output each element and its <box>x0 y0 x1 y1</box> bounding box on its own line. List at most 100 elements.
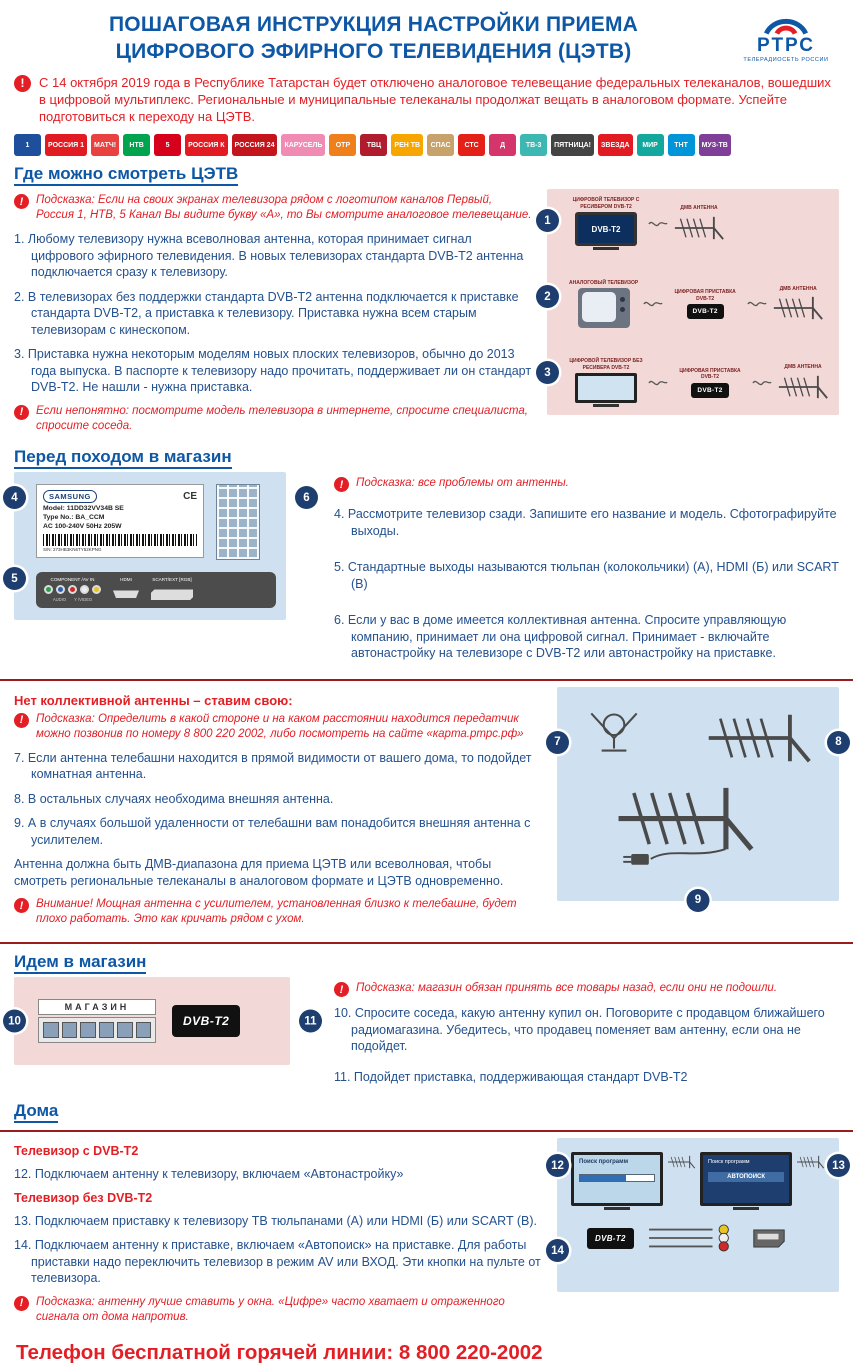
alert-icon <box>14 194 29 210</box>
antenna-band-note: Антенна должна быть ДМВ-диапазона для пр… <box>14 857 504 888</box>
audio-label: AUDIO <box>52 597 67 603</box>
connector-panel: COMPONENT /AV IN AUDIO Y /VIDEO <box>36 572 276 609</box>
channel-logo: РЕН ТВ <box>391 134 424 157</box>
device-label: ЦИФРОВАЯ ПРИСТАВКА DVB-T2 <box>679 367 741 381</box>
section-divider <box>0 1130 853 1133</box>
hint-window-antenna: Подсказка: антенну лучше ставить у окна.… <box>14 1295 543 1325</box>
tv-autosearch: Поиск программ АВТОПОИСК <box>700 1152 793 1211</box>
hint-text: Подсказка: магазин обязан принять все то… <box>356 982 778 995</box>
flat-tv-icon <box>575 373 637 408</box>
step-badge: 11 <box>299 1009 322 1033</box>
tv-back-panel: SAMSUNG CE Model: 11DD32VV34B SE Type No… <box>3 472 318 621</box>
home-setup-panel: Поиск программ Поиск программ АВТОПОИСК <box>546 1138 850 1293</box>
serial-number: S/N: 273HB3KN6TY52KPNG <box>43 547 102 553</box>
antenna-icon <box>777 374 829 400</box>
list-item: 6. Если у вас в доме имеется коллективна… <box>334 613 787 661</box>
alert-icon <box>334 477 349 493</box>
rca-jack-icon <box>68 585 77 595</box>
rtrs-waves-icon <box>763 18 809 35</box>
alert-icon <box>14 1295 29 1311</box>
rtrs-logo: РТРС ТЕЛЕРАДИОСЕТЬ РОССИИ <box>733 6 839 63</box>
hint-if-unclear: Если непонятно: посмотрите модель телеви… <box>14 404 533 434</box>
section-go-shopping: Идем в магазин МАГАЗИН DVB-T2 10 11 Подс… <box>3 952 839 1093</box>
rtrs-logo-text: РТРС <box>757 35 815 56</box>
subheading-tv-without-dvbt2: Телевизор без DVB-T2 <box>14 1190 153 1205</box>
channel-logo: СТС <box>458 134 486 157</box>
shop-sign: МАГАЗИН <box>38 999 156 1016</box>
channel-logo: РОССИЯ 1 <box>45 134 88 157</box>
hint-text: Подсказка: все проблемы от антенны. <box>356 477 569 490</box>
channel-logo: РОССИЯ К <box>185 134 228 157</box>
model-line: Model: 11DD32VV34B SE <box>43 505 124 513</box>
channel-logo: ТВЦ <box>360 134 388 157</box>
set-top-box-icon: DVB-T2 <box>691 382 729 398</box>
list-item: 3. Приставка нужна некоторым моделям нов… <box>14 347 532 395</box>
list-item: 4. Рассмотрите телевизор сзади. Запишите… <box>334 507 837 538</box>
rtrs-logo-tagline: ТЕЛЕРАДИОСЕТЬ РОССИИ <box>743 57 829 63</box>
antenna-icon <box>667 1155 696 1169</box>
page-title-line1: ПОШАГОВАЯ ИНСТРУКЦИЯ НАСТРОЙКИ ПРИЕМА <box>108 13 639 36</box>
step-badge: 5 <box>3 567 26 591</box>
hint-shop-return: Подсказка: магазин обязан принять все то… <box>334 981 839 998</box>
list-item: 1. Любому телевизору нужна всеволновая а… <box>14 232 524 280</box>
hdmi-port-icon <box>113 590 139 599</box>
digital-tv-icon: DVB-T2 <box>575 212 637 251</box>
channel-logo: ТВ-3 <box>520 134 548 157</box>
cable-icon <box>752 380 772 385</box>
step-badge: 10 <box>3 1009 26 1033</box>
hotline-phone: Телефон бесплатной горячей линии: 8 800 … <box>16 1340 543 1364</box>
device-label: ЦИФРОВАЯ ПРИСТАВКА DVB-T2 <box>674 289 736 302</box>
channel-logo: МИР <box>636 134 664 157</box>
warning-strong-antenna: Внимание! Мощная антенна с усилителем, у… <box>14 897 543 927</box>
section-heading: Дома <box>14 1101 839 1124</box>
tv-autotune: Поиск программ <box>571 1152 664 1211</box>
indoor-antenna-icon <box>590 712 638 752</box>
hint-text: Подсказка: антенну лучше ставить у окна.… <box>36 1295 505 1323</box>
rca-cable-icon <box>648 1224 729 1252</box>
alert-icon <box>334 982 349 998</box>
list-item: 5. Стандартные выходы называются тюльпан… <box>334 560 839 591</box>
power-line: AC 100-240V 50Hz 205W <box>43 523 122 531</box>
antenna-icon <box>673 215 725 241</box>
channel-logo: 1 <box>14 134 41 157</box>
step-badge: 14 <box>546 1239 569 1263</box>
hdmi-group: HDMI <box>113 577 139 599</box>
rca-jack-icon <box>56 585 65 595</box>
list-item: 8. В остальных случаях необходима внешня… <box>14 791 334 806</box>
shop-panel: МАГАЗИН DVB-T2 10 11 <box>3 977 322 1066</box>
tv-screen-text: Поиск программ <box>579 1159 629 1166</box>
cable-icon <box>648 380 668 385</box>
channel-logo: ОТР <box>329 134 357 157</box>
diagram-flat-tv: ЦИФРОВОЙ ТЕЛЕВИЗОР БЕЗ РЕСИВЕРА DVB-T2 Ц… <box>569 358 831 408</box>
antenna-icon <box>773 296 824 321</box>
list-item: 14. Подключаем антенну к приставке, вклю… <box>14 1238 541 1286</box>
antenna-label: ДМВ АНТЕННА <box>680 205 718 212</box>
step-badge: 9 <box>686 888 710 912</box>
channel-logo: ТНТ <box>667 134 695 157</box>
channel-logo: МАТЧ! <box>91 134 120 157</box>
cable-icon <box>648 221 668 226</box>
tv-label-card: SAMSUNG CE Model: 11DD32VV34B SE Type No… <box>36 484 204 559</box>
antenna-types-panel: 7 8 9 <box>546 686 850 912</box>
scart-plug-icon <box>753 1229 785 1248</box>
outdoor-antenna-icon <box>706 712 812 764</box>
section-heading: Где можно смотреть ЦЭТВ <box>14 164 839 187</box>
step-badge: 7 <box>546 730 569 754</box>
brand-logo: SAMSUNG <box>43 490 97 504</box>
channel-logo: НТВ <box>123 134 151 157</box>
crt-tv-icon <box>577 288 630 329</box>
channel-logo: СПАС <box>427 134 455 157</box>
channel-logo: РОССИЯ 24 <box>231 134 278 157</box>
shop-windows <box>38 1017 156 1044</box>
section-own-antenna: Нет коллективной антенны – ставим свою: … <box>14 686 850 933</box>
list-item: 7. Если антенна телебашни находится в пр… <box>14 750 532 782</box>
section-divider <box>0 942 853 945</box>
section-where-to-watch: Где можно смотреть ЦЭТВ Подсказка: Если … <box>14 164 839 439</box>
subheading-tv-with-dvbt2: Телевизор с DVB-T2 <box>14 1144 139 1159</box>
rca-group: COMPONENT /AV IN AUDIO Y /VIDEO <box>44 577 101 602</box>
channel-logo: 5 <box>154 134 182 157</box>
step-badge: 8 <box>827 730 850 754</box>
channel-logo: МУЗ-ТВ <box>698 134 731 157</box>
section-at-home: Дома Телевизор с DVB-T2 12. Подключаем а… <box>0 1101 853 1330</box>
intro-warning-text: С 14 октября 2019 года в Республике Тата… <box>39 74 831 125</box>
